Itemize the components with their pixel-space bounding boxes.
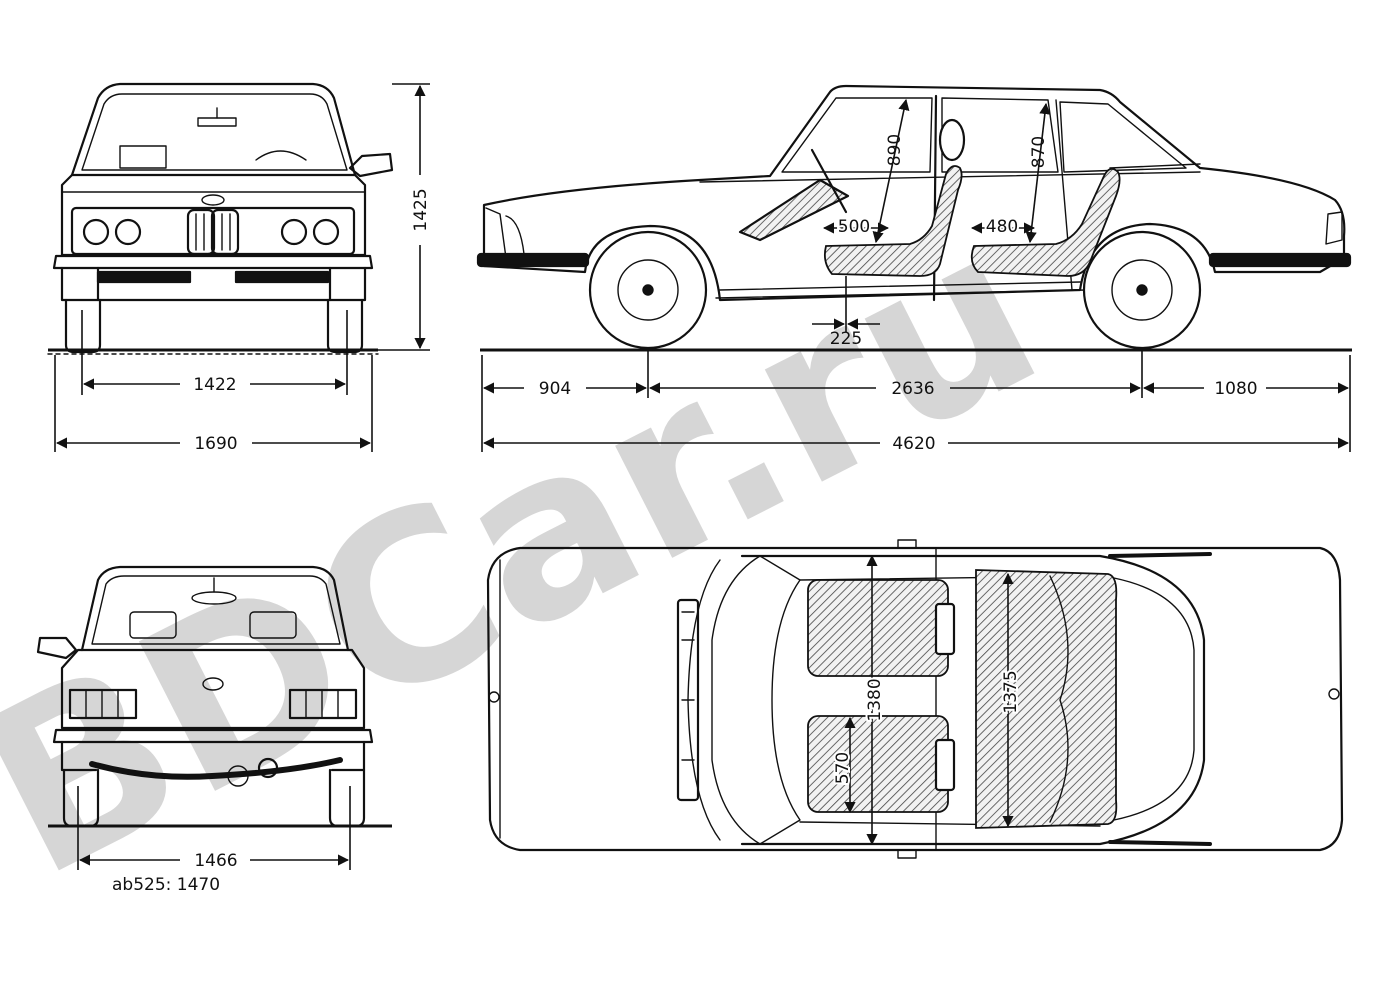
rear-headroom-label: 870 (1029, 136, 1049, 168)
front-overhang-label: 904 (539, 379, 571, 399)
rear-track-label: 1466 (194, 851, 237, 871)
watermark-text: BDCar.ru (0, 176, 1077, 929)
watermark: BDCar.ru (0, 176, 1077, 929)
width-label: 1690 (194, 434, 237, 454)
rear-view: 1466 ab525: 1470 (36, 565, 392, 895)
rear-cabin-width-label: 1375 (1001, 670, 1021, 713)
side-view: 890 870 500 480 225 904 2636 1080 4620 (476, 84, 1352, 454)
height-label: 1425 (411, 188, 431, 231)
seat-adjust-label: 225 (830, 329, 862, 349)
front-seat-depth-label: 500 (838, 217, 870, 237)
front-track-label: 1422 (193, 375, 236, 395)
top-view: 1380 1375 570 (486, 539, 1344, 859)
wheelbase-label: 2636 (891, 379, 934, 399)
front-headroom-label: 890 (885, 134, 905, 166)
seat-width-label: 570 (833, 752, 853, 784)
front-view: 1422 1690 1425 (47, 82, 431, 454)
length-label: 4620 (892, 434, 935, 454)
rear-seat-depth-label: 480 (986, 217, 1018, 237)
rear-overhang-label: 1080 (1214, 379, 1257, 399)
front-cabin-width-label: 1380 (865, 678, 885, 721)
rear-track-variant-label: ab525: 1470 (112, 875, 220, 895)
